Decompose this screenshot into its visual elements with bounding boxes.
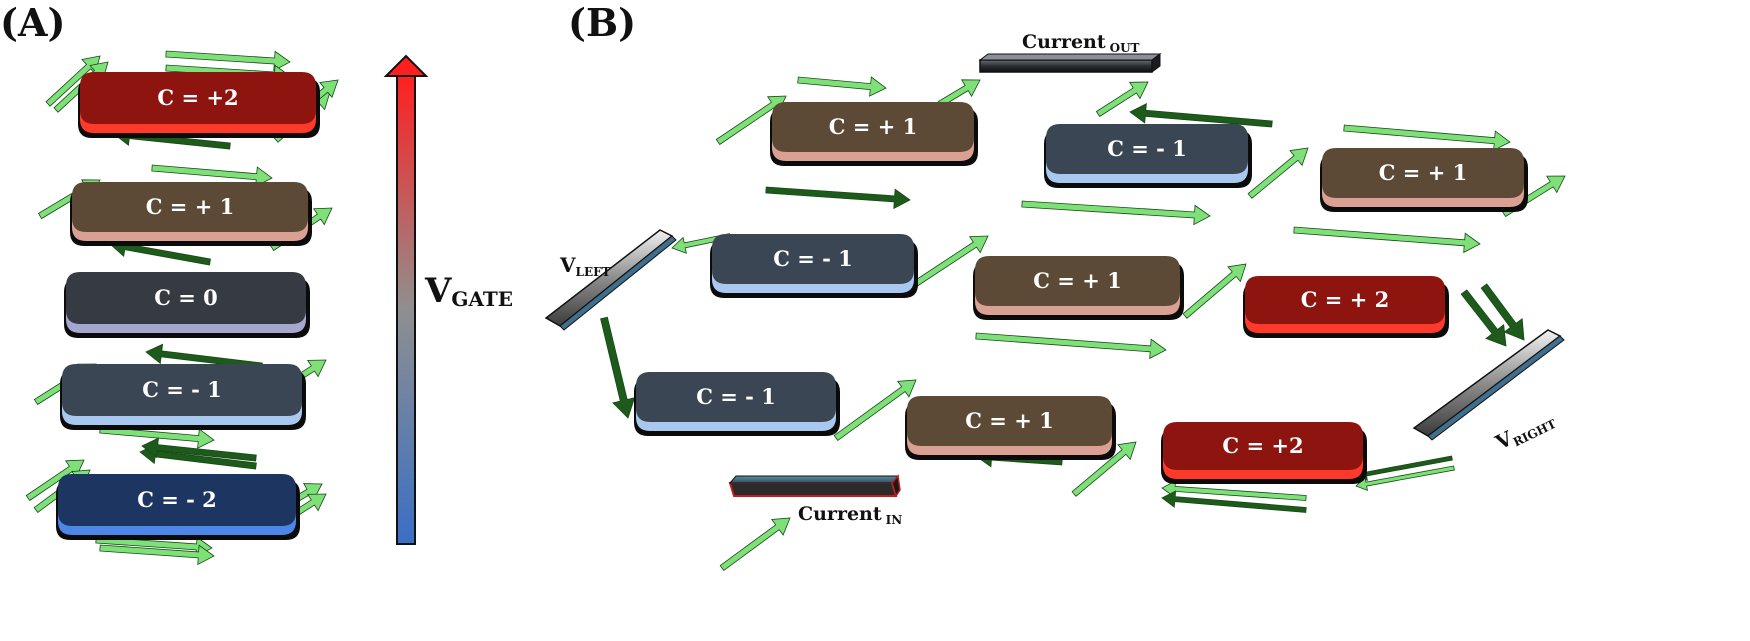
panel-a-plate-label: C = - 2: [137, 487, 217, 512]
current-arrow: [797, 76, 887, 97]
panel-a-plate-2: C = + 1: [70, 182, 312, 246]
svg-text:VRIGHT: VRIGHT: [1491, 406, 1559, 457]
panel-b-plate-6: C = + 2: [1243, 276, 1449, 338]
panel-a-plate-label: C = +2: [157, 85, 238, 110]
current-arrow: [833, 379, 917, 441]
panel-b-plate-8: C = + 1: [905, 396, 1116, 460]
svg-text:VGATE: VGATE: [424, 271, 513, 311]
current-arrow: [719, 517, 791, 571]
panel-b-plate-2: C = - 1: [1044, 124, 1252, 188]
panel-b-plate-label: C = + 2: [1301, 287, 1389, 312]
panel-a-plate-1: C = +2: [78, 72, 320, 138]
v-right-electrode: [1412, 329, 1565, 441]
current-arrow: [1247, 147, 1309, 199]
current-out-electrode: [978, 53, 1162, 73]
panel-b-plate-9: C = +2: [1161, 422, 1367, 484]
current-arrow: [151, 164, 273, 187]
current-arrow: [600, 316, 636, 419]
panel-b-plate-label: C = + 1: [1033, 268, 1121, 293]
panel-b-plate-label: C = - 1: [773, 246, 853, 271]
plates-layer: C = +2 C = + 1 C = 0 C = - 1 C = - 2 C = + 1 C…: [56, 72, 1528, 540]
panel-a-plate-label: C = 0: [154, 285, 218, 310]
current-arrow: [45, 55, 101, 107]
current-in-sub: IN: [886, 513, 903, 527]
current-out-label: Current: [1022, 31, 1106, 53]
current-in-electrode: [728, 474, 901, 498]
v-right-sub: RIGHT: [1511, 417, 1559, 450]
panel-b-plate-label: C = - 1: [696, 384, 776, 409]
current-arrow: [99, 544, 215, 566]
panel-b-plate-label: C = - 1: [1107, 136, 1187, 161]
panel-b-plate-1: C = + 1: [770, 102, 978, 166]
gate-voltage-arrow: [383, 54, 429, 545]
panel-a-plate-4: C = - 1: [60, 364, 306, 430]
panel-b-plate-label: C = + 1: [1379, 160, 1467, 185]
panel-b-plate-5: C = + 1: [973, 256, 1184, 320]
svg-text:VLEFT: VLEFT: [559, 253, 611, 279]
current-arrow: [1161, 490, 1307, 513]
v-left-label: V: [559, 253, 576, 277]
current-arrow: [141, 437, 257, 462]
gate-label-sub: GATE: [451, 287, 513, 311]
panel-b-plate-4: C = - 1: [710, 234, 918, 298]
panel-a-plate-5: C = - 2: [56, 474, 300, 540]
current-arrow: [1161, 480, 1307, 501]
panel-a-plate-3: C = 0: [64, 272, 310, 338]
current-arrow: [975, 332, 1167, 360]
current-arrow: [1460, 289, 1507, 347]
current-arrow: [937, 79, 981, 108]
panel-b-plate-label: C = + 1: [965, 408, 1053, 433]
panel-b-plate-3: C = + 1: [1320, 148, 1528, 212]
v-left-sub: LEFT: [576, 265, 611, 279]
current-arrow: [1480, 283, 1525, 341]
panel-b-plate-label: C = +2: [1222, 433, 1303, 458]
panel-b-plate-label: C = + 1: [829, 114, 917, 139]
current-arrow: [1343, 124, 1511, 151]
current-arrow: [1355, 465, 1455, 492]
current-in-label: Current: [798, 503, 882, 525]
panel-a-label: (A): [0, 0, 65, 45]
current-arrow: [1293, 226, 1481, 254]
current-arrow: [909, 235, 989, 290]
current-arrow: [1129, 103, 1273, 128]
current-out-sub: OUT: [1110, 41, 1140, 55]
panel-b-plate-7: C = - 1: [634, 372, 840, 436]
panel-b-label: (B): [568, 0, 636, 45]
panel-a-plate-label: C = + 1: [146, 194, 234, 219]
current-arrow: [165, 50, 291, 72]
current-arrow: [765, 186, 911, 210]
gate-label: V: [424, 271, 452, 311]
current-arrow: [1095, 81, 1149, 118]
panel-a-plate-label: C = - 1: [142, 377, 222, 402]
current-arrow: [1071, 441, 1137, 497]
current-arrow: [1182, 263, 1247, 319]
current-arrow: [1021, 200, 1211, 226]
v-left-electrode: [544, 229, 677, 331]
